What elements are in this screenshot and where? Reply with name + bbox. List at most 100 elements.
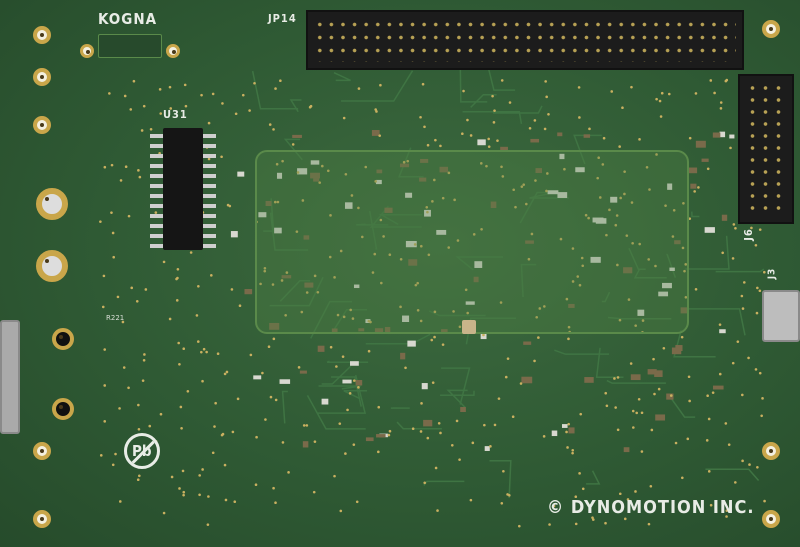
smd-component <box>630 374 641 381</box>
via <box>647 258 651 261</box>
via <box>756 286 759 290</box>
trace <box>378 214 423 225</box>
via <box>202 347 206 351</box>
smd-component <box>712 385 724 390</box>
via <box>261 371 264 375</box>
via <box>142 358 146 362</box>
via <box>248 109 251 112</box>
via <box>687 375 691 379</box>
via <box>659 115 663 118</box>
via <box>176 268 180 271</box>
smd-component <box>490 201 497 209</box>
via <box>493 109 496 112</box>
trace <box>529 192 570 199</box>
via <box>522 183 526 186</box>
via <box>419 115 422 119</box>
smd-component <box>402 315 410 322</box>
smd-component <box>439 166 449 173</box>
via <box>175 299 179 302</box>
via <box>114 452 117 456</box>
mounting-hole <box>762 442 780 460</box>
via <box>616 263 619 267</box>
via <box>727 443 731 446</box>
smd-component <box>436 229 447 235</box>
via <box>625 234 629 237</box>
via <box>535 315 539 319</box>
via <box>197 284 200 288</box>
via <box>182 493 185 497</box>
via <box>344 452 347 455</box>
via <box>238 304 242 307</box>
via <box>200 93 203 97</box>
trace <box>465 317 516 345</box>
via <box>616 428 620 432</box>
via <box>111 463 115 467</box>
smd-component <box>313 177 320 182</box>
via <box>545 189 548 193</box>
via <box>180 426 183 430</box>
via <box>220 155 223 159</box>
via <box>414 283 418 287</box>
via <box>731 361 735 365</box>
via <box>578 283 582 287</box>
trace <box>279 280 311 302</box>
trace <box>440 390 475 397</box>
smd-component <box>375 179 382 185</box>
via <box>110 163 114 167</box>
trace <box>607 316 672 320</box>
via <box>99 454 103 457</box>
via <box>664 204 667 207</box>
via <box>223 372 227 376</box>
via <box>135 299 139 303</box>
r221-label: R221 <box>106 314 125 322</box>
via <box>545 95 548 99</box>
smd-component <box>353 284 360 289</box>
via <box>736 340 740 343</box>
via <box>338 422 342 425</box>
via <box>734 481 737 484</box>
via <box>469 134 473 137</box>
j6-header <box>738 74 794 224</box>
via <box>588 127 591 131</box>
trace <box>428 310 486 317</box>
via <box>177 341 180 345</box>
via <box>447 171 451 175</box>
smd-component <box>568 303 575 308</box>
via <box>183 83 187 87</box>
smd-component <box>374 328 384 334</box>
via <box>709 79 713 82</box>
via <box>122 366 126 369</box>
via <box>574 522 578 526</box>
smd-component <box>376 434 386 438</box>
via <box>567 422 571 426</box>
smd-component <box>408 259 418 266</box>
via <box>351 317 355 320</box>
via <box>342 116 346 120</box>
smd-component <box>331 328 338 333</box>
via <box>605 404 609 408</box>
via <box>578 472 581 475</box>
smd-component <box>658 291 669 297</box>
via <box>234 112 238 116</box>
via <box>127 214 131 218</box>
trace <box>520 263 537 298</box>
via <box>169 107 173 110</box>
via <box>566 446 569 449</box>
smd-component <box>695 140 706 148</box>
via <box>276 200 280 204</box>
via <box>604 521 607 525</box>
via <box>137 169 140 172</box>
via <box>198 493 201 497</box>
via <box>268 123 272 126</box>
smd-component <box>230 231 238 238</box>
via <box>423 481 427 485</box>
trace <box>321 365 352 385</box>
via <box>198 474 201 477</box>
via <box>210 274 213 277</box>
via <box>684 296 688 299</box>
smd-component <box>281 275 292 279</box>
via <box>123 94 127 98</box>
via <box>754 368 758 371</box>
via <box>159 112 163 115</box>
